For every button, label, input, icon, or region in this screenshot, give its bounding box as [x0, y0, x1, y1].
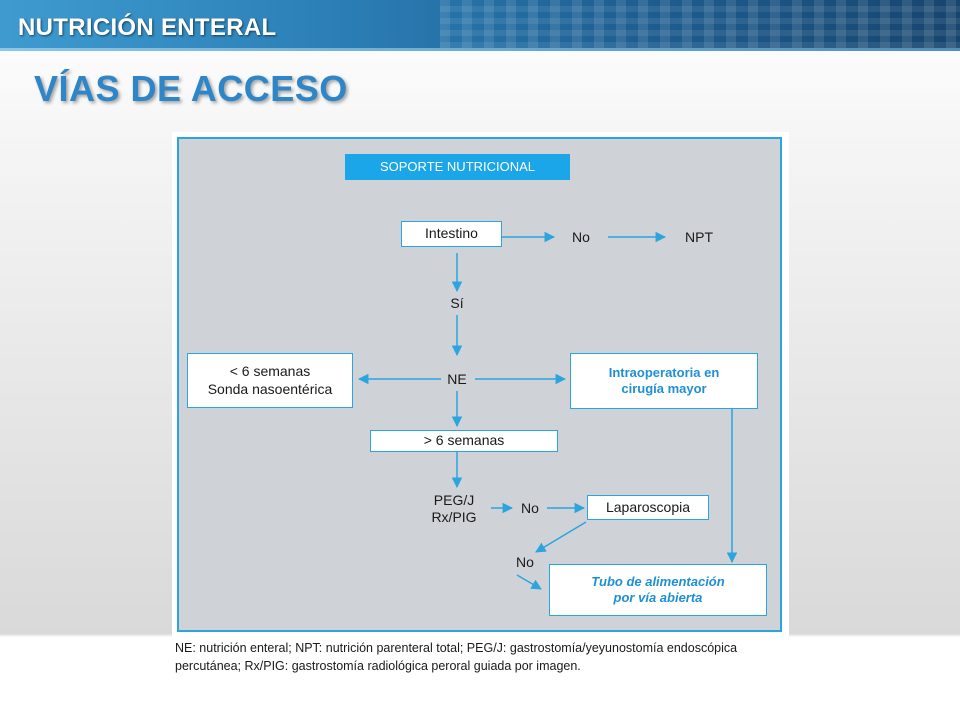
flowchart-arrows: [357, 231, 738, 590]
label-peg-rx: PEG/J Rx/PIG: [419, 492, 489, 526]
arrow-no-tube: [516, 574, 542, 590]
label-no-intestino: No: [572, 229, 590, 245]
node-tubo-alimentacion: Tubo de alimentación por vía abierta: [549, 564, 767, 616]
banner-pattern: [440, 0, 960, 48]
flowchart-panel: SOPORTE NUTRICIONAL Intestino No NPT Sí …: [177, 137, 782, 632]
label-no-laparoscopia: No: [516, 554, 534, 570]
node-intraoperatoria: Intraoperatoria en cirugía mayor: [570, 353, 758, 409]
short-term-duration: < 6 semanas: [229, 363, 311, 379]
label-no-peg: No: [521, 500, 539, 516]
arrow-lap-no: [535, 521, 587, 553]
figure-caption: NE: nutrición enteral; NPT: nutrición pa…: [175, 641, 738, 674]
banner-rule: [0, 48, 960, 51]
flowchart-figure: SOPORTE NUTRICIONAL Intestino No NPT Sí …: [172, 132, 789, 680]
peg-line-2: Rx/PIG: [431, 508, 477, 525]
label-npt: NPT: [685, 229, 713, 245]
node-laparoscopia: Laparoscopia: [587, 495, 709, 520]
tube-line-1: Tubo de alimentación: [591, 573, 725, 589]
node-short-term: < 6 semanas Sonda nasoentérica: [187, 353, 353, 408]
peg-line-1: PEG/J: [433, 492, 475, 508]
tube-line-2: por vía abierta: [613, 590, 703, 605]
short-term-method: Sonda nasoentérica: [207, 380, 333, 397]
intraop-line-2: cirugía mayor: [621, 381, 707, 396]
page-title: VÍAS DE ACCESO: [34, 68, 348, 109]
section-title: NUTRICIÓN ENTERAL: [18, 14, 277, 41]
label-ne: NE: [447, 371, 467, 387]
node-soporte-nutricional: SOPORTE NUTRICIONAL: [345, 154, 570, 180]
intraop-line-1: Intraoperatoria en: [608, 364, 720, 380]
node-long-term: > 6 semanas: [370, 430, 558, 452]
label-si: Sí: [450, 295, 464, 311]
node-intestino: Intestino: [401, 221, 502, 247]
top-banner: NUTRICIÓN ENTERAL: [0, 0, 960, 48]
